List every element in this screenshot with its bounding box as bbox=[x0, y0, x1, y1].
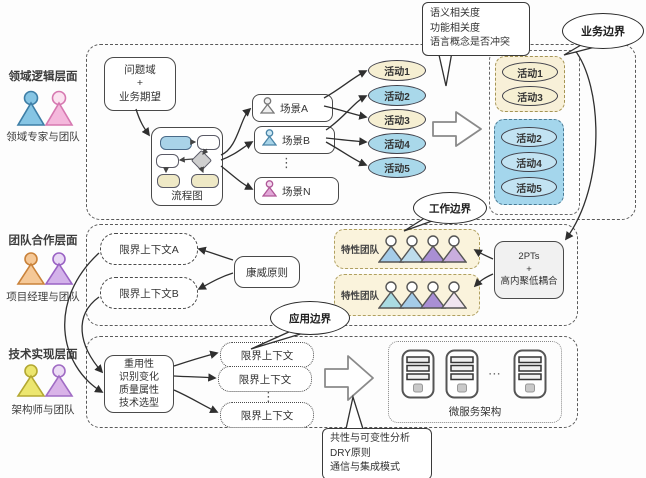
grouped-activity: 活动4 bbox=[501, 152, 557, 172]
architect-icon bbox=[16, 364, 74, 403]
layer2-title: 团队合作层面 bbox=[8, 235, 78, 247]
activity-5: 活动5 bbox=[368, 157, 426, 178]
grouped-activity: 活动5 bbox=[501, 177, 557, 197]
team-members-icons bbox=[378, 281, 467, 309]
activity-group-yellow: 活动1 活动3 bbox=[495, 56, 565, 112]
scene-a-box: 场景A bbox=[252, 94, 333, 122]
server-icon bbox=[445, 349, 479, 404]
layer2-subtitle: 项目经理与团队 bbox=[6, 291, 80, 303]
person-icon bbox=[261, 129, 278, 151]
flowchart-label: 流程图 bbox=[171, 190, 203, 202]
grouped-activity: 活动2 bbox=[501, 127, 557, 147]
activity-3: 活动3 bbox=[368, 109, 426, 130]
flowchart-box: 流程图 bbox=[151, 127, 223, 206]
scene-b-box: 场景B bbox=[254, 126, 335, 154]
layer3-subtitle: 架构师与团队 bbox=[11, 404, 75, 416]
flow-step-end bbox=[191, 174, 219, 188]
server-icon bbox=[513, 349, 547, 404]
business-boundary-bubble: 业务边界 bbox=[562, 13, 644, 49]
bounded-context-b: 限界上下文B bbox=[100, 277, 198, 309]
microservices-box: ⋯ 微服务架构 bbox=[388, 341, 562, 423]
application-boundary-bubble: 应用边界 bbox=[270, 301, 350, 335]
scenes-ellipsis: ⋮ bbox=[280, 155, 293, 170]
servers-ellipsis: ⋯ bbox=[488, 366, 501, 381]
problem-domain-box: 问题域 + 业务期望 bbox=[104, 57, 176, 111]
flow-step bbox=[197, 135, 220, 150]
feature-team-1-label: 特性团队 bbox=[341, 245, 380, 256]
layer1-title: 领域逻辑层面 bbox=[8, 71, 78, 83]
project-manager-icon bbox=[16, 252, 74, 291]
layer1-subtitle: 领域专家与团队 bbox=[6, 131, 80, 143]
person-icon bbox=[261, 180, 278, 202]
activity-2: 活动2 bbox=[368, 85, 426, 106]
flowchart-mini-arrows bbox=[163, 139, 209, 174]
tech-bounded-context-3: 限界上下文 bbox=[220, 402, 314, 428]
tech-bounded-context-2: 限界上下文 bbox=[218, 366, 312, 392]
scene-a-label: 场景A bbox=[280, 102, 309, 115]
work-boundary-bubble: 工作边界 bbox=[413, 192, 487, 224]
two-pizza-teams-box: 2PTs + 高内聚低耦合 bbox=[494, 241, 564, 299]
scene-n-label: 场景N bbox=[282, 185, 311, 198]
feature-team-2-label: 特性团队 bbox=[341, 291, 380, 302]
domain-experts-icon bbox=[16, 90, 74, 132]
relevance-callout: 语义相关度 功能相关度 语言概念是否冲突 bbox=[422, 2, 530, 56]
server-icon bbox=[401, 349, 435, 404]
layer3-title: 技术实现层面 bbox=[8, 349, 78, 361]
grouped-activity: 活动3 bbox=[502, 86, 558, 106]
grouped-activity: 活动1 bbox=[502, 62, 558, 82]
microservices-label: 微服务架构 bbox=[448, 406, 502, 418]
flow-step-end bbox=[157, 174, 180, 188]
activity-1: 活动1 bbox=[368, 60, 426, 81]
scene-n-box: 场景N bbox=[254, 177, 339, 205]
domain-logic-layer-frame bbox=[86, 44, 636, 220]
activity-group-blue: 活动2 活动4 活动5 bbox=[494, 119, 564, 205]
design-criteria-box: 重用性 识别变化 质量属性 技术选型 bbox=[104, 355, 174, 413]
person-icon bbox=[259, 97, 276, 119]
contexts-ellipsis: ⋮ bbox=[262, 389, 275, 404]
tech-bounded-context-1: 限界上下文 bbox=[220, 342, 314, 368]
feature-team-1: 特性团队 bbox=[334, 229, 480, 269]
feature-team-2: 特性团队 bbox=[334, 274, 480, 316]
team-members-icons bbox=[378, 235, 467, 263]
conway-principle-box: 康威原则 bbox=[234, 256, 300, 288]
activity-4: 活动4 bbox=[368, 133, 426, 154]
scene-b-label: 场景B bbox=[282, 134, 311, 147]
analysis-callout: 共性与可变性分析 DRY原则 通信与集成模式 bbox=[322, 428, 432, 478]
bounded-context-a: 限界上下文A bbox=[100, 233, 198, 265]
